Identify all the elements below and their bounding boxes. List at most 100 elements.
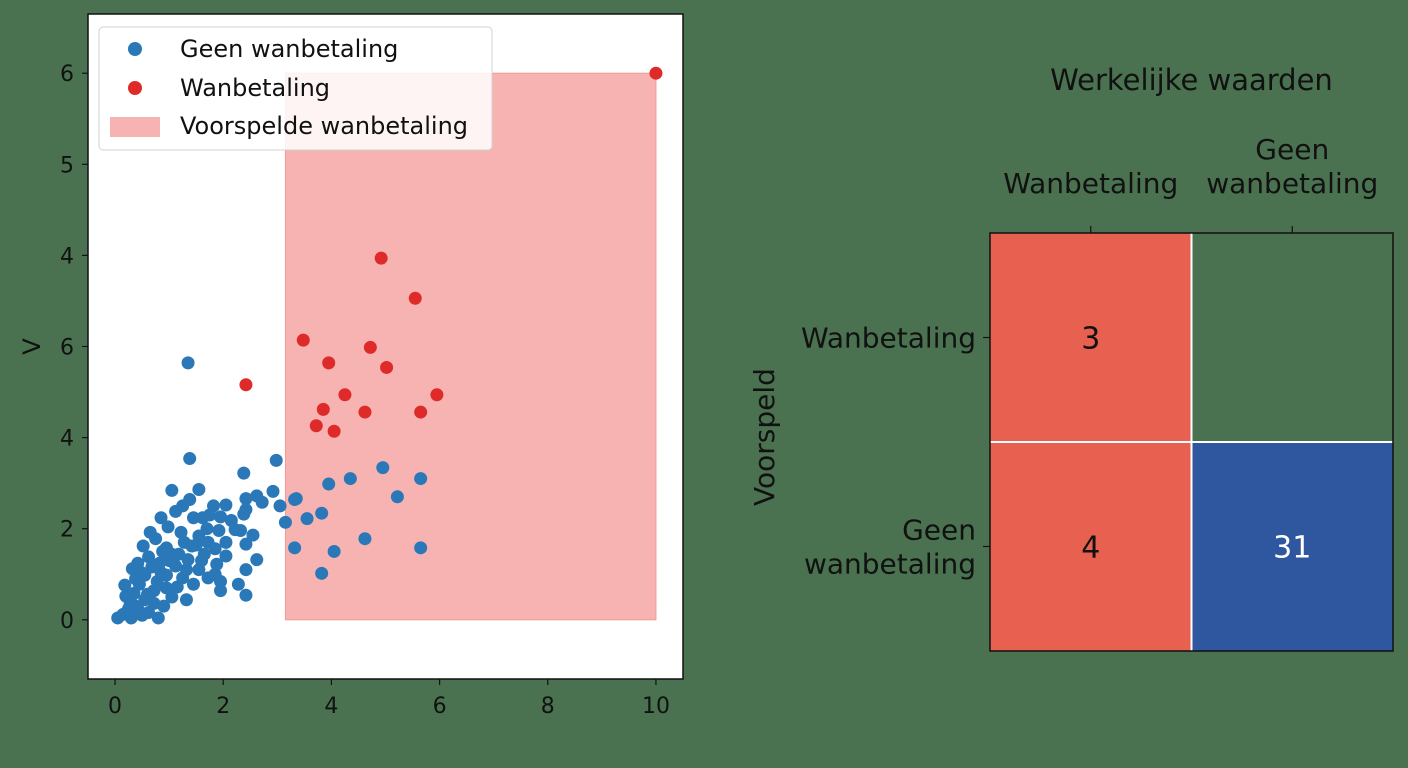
point-no-default xyxy=(208,542,222,556)
point-default xyxy=(338,388,352,402)
point-no-default xyxy=(358,532,372,546)
point-no-default xyxy=(234,524,248,538)
point-default xyxy=(414,405,428,419)
point-no-default xyxy=(203,508,217,522)
y-tick-label: 5 xyxy=(60,153,74,178)
column-label: Geen xyxy=(1255,133,1329,166)
point-no-default xyxy=(300,512,314,526)
point-no-default xyxy=(165,590,179,604)
y-tick-label: 6 xyxy=(60,336,74,361)
point-no-default xyxy=(322,477,336,491)
point-no-default xyxy=(151,611,165,625)
y-tick-label: 6 xyxy=(60,62,74,87)
point-no-default xyxy=(214,510,228,524)
matrix-cell xyxy=(1191,442,1393,651)
point-no-default xyxy=(255,495,269,509)
point-default xyxy=(296,333,310,347)
point-no-default xyxy=(288,541,302,555)
point-no-default xyxy=(161,520,175,534)
point-no-default xyxy=(250,553,264,567)
point-no-default xyxy=(159,568,173,582)
point-no-default xyxy=(327,544,341,558)
point-no-default xyxy=(239,588,253,602)
point-no-default xyxy=(142,550,156,564)
point-no-default xyxy=(150,575,164,589)
point-no-default xyxy=(390,490,404,504)
point-no-default xyxy=(278,515,292,529)
row-label: Wanbetaling xyxy=(801,322,976,355)
y-tick-label: 0 xyxy=(60,609,74,634)
point-no-default xyxy=(169,504,183,518)
point-no-default xyxy=(376,461,390,475)
row-axis-title: Voorspeld xyxy=(748,368,781,506)
point-no-default xyxy=(208,567,222,581)
point-no-default xyxy=(145,560,159,574)
point-no-default xyxy=(124,611,138,625)
cell-value: 31 xyxy=(1273,531,1311,566)
point-no-default xyxy=(143,525,157,539)
column-label: wanbetaling xyxy=(1206,167,1378,200)
legend-marker xyxy=(128,42,142,56)
x-tick-label: 2 xyxy=(216,694,230,719)
point-no-default xyxy=(135,608,149,622)
point-no-default xyxy=(219,535,233,549)
point-no-default xyxy=(118,578,132,592)
point-no-default xyxy=(136,539,150,553)
point-no-default xyxy=(219,498,233,512)
point-no-default xyxy=(189,538,203,552)
point-no-default xyxy=(315,566,329,580)
point-no-default xyxy=(186,577,200,591)
x-tick-label: 4 xyxy=(324,694,338,719)
point-no-default xyxy=(157,599,171,613)
point-no-default xyxy=(273,499,287,513)
point-no-default xyxy=(179,593,193,607)
x-tick-label: 8 xyxy=(541,694,555,719)
y-tick-label: 4 xyxy=(60,427,74,452)
point-no-default xyxy=(154,511,168,525)
legend-label: Geen wanbetaling xyxy=(180,35,398,63)
point-no-default xyxy=(343,472,357,486)
legend-marker xyxy=(128,81,142,95)
point-no-default xyxy=(315,506,329,520)
point-no-default xyxy=(212,524,226,538)
point-no-default xyxy=(210,557,224,571)
point-default xyxy=(430,388,444,402)
point-no-default xyxy=(289,492,303,506)
point-no-default xyxy=(162,554,176,568)
point-no-default xyxy=(165,483,179,497)
point-no-default xyxy=(195,554,209,568)
point-no-default xyxy=(219,549,233,563)
point-default xyxy=(239,378,253,392)
column-label: Wanbetaling xyxy=(1003,167,1178,200)
y-tick-label: 4 xyxy=(60,244,74,269)
point-no-default xyxy=(266,484,280,498)
point-no-default xyxy=(237,466,251,480)
point-default xyxy=(322,356,336,370)
legend-label: Voorspelde wanbetaling xyxy=(180,112,468,140)
point-no-default xyxy=(174,525,188,539)
row-label: Geen xyxy=(902,514,976,547)
point-no-default xyxy=(239,563,253,577)
matrix-cell xyxy=(990,442,1192,651)
y-axis-label: V xyxy=(18,338,46,355)
point-no-default xyxy=(177,535,191,549)
point-no-default xyxy=(239,492,253,506)
point-no-default xyxy=(414,472,428,486)
point-no-default xyxy=(183,452,197,466)
point-no-default xyxy=(246,528,260,542)
point-default xyxy=(358,405,372,419)
cell-value: 4 xyxy=(1081,531,1100,566)
cell-value: 3 xyxy=(1081,322,1100,357)
point-no-default xyxy=(186,511,200,525)
point-no-default xyxy=(141,587,154,601)
point-default xyxy=(316,402,330,416)
point-no-default xyxy=(239,537,253,551)
point-no-default xyxy=(183,493,197,507)
x-tick-label: 0 xyxy=(108,694,122,719)
matrix-cell xyxy=(990,233,1192,442)
legend-patch xyxy=(110,117,160,137)
point-no-default xyxy=(192,483,206,497)
point-no-default xyxy=(156,544,170,558)
